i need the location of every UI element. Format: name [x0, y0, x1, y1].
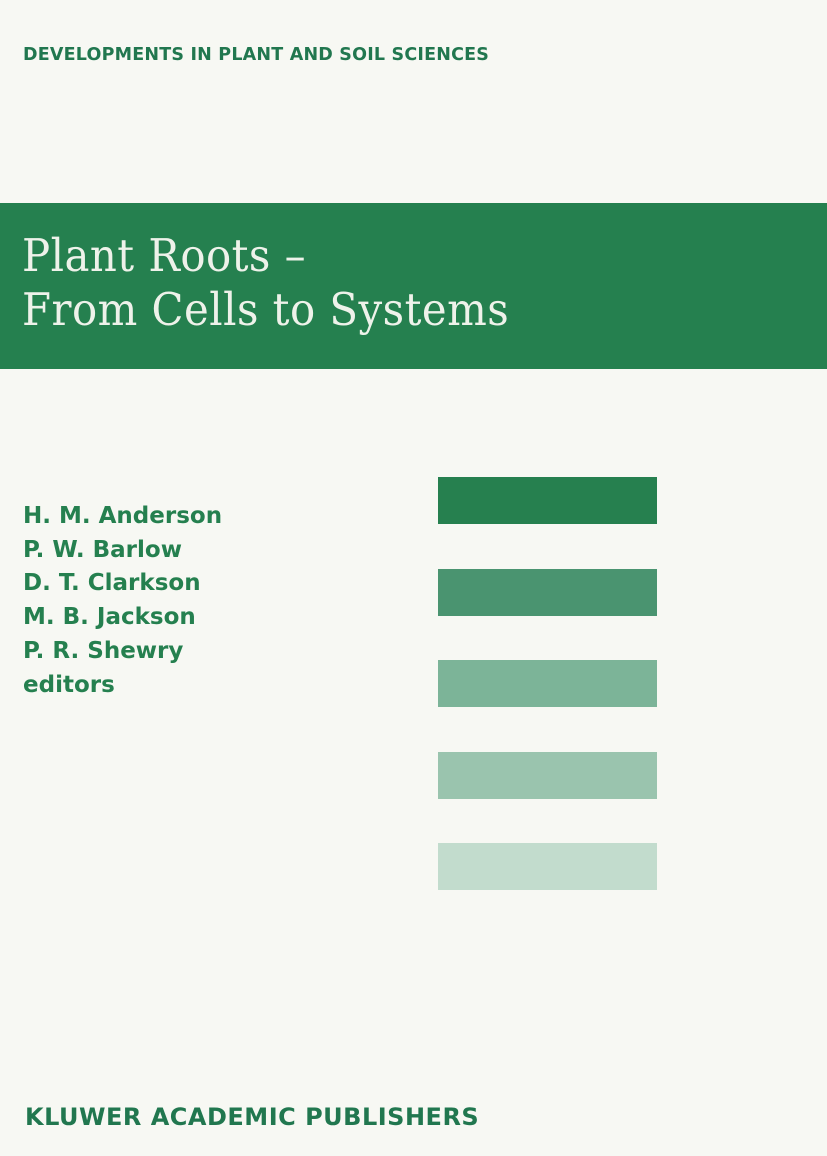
series-title: DEVELOPMENTS IN PLANT AND SOIL SCIENCES: [23, 45, 490, 65]
editor-name: D. T. Clarkson: [23, 570, 201, 597]
editors-label: editors: [23, 671, 115, 698]
editor-list: H. M. Anderson P. W. Barlow D. T. Clarks…: [23, 500, 222, 702]
decorative-bar-2: [438, 569, 657, 616]
decorative-bar-4: [438, 752, 657, 799]
title-line-2: From Cells to Systems: [22, 283, 510, 336]
title-band: Plant Roots – From Cells to Systems: [0, 203, 827, 369]
editor-name: P. R. Shewry: [23, 637, 184, 664]
editor-name: P. W. Barlow: [23, 536, 182, 563]
editor-name: M. B. Jackson: [23, 604, 196, 631]
editor-name: H. M. Anderson: [23, 503, 223, 529]
decorative-bar-1: [438, 477, 657, 524]
decorative-bar-3: [438, 660, 657, 707]
decorative-bar-5: [438, 843, 657, 890]
publisher-name: KLUWER ACADEMIC PUBLISHERS: [25, 1103, 480, 1131]
title-line-1: Plant Roots –: [22, 229, 307, 282]
